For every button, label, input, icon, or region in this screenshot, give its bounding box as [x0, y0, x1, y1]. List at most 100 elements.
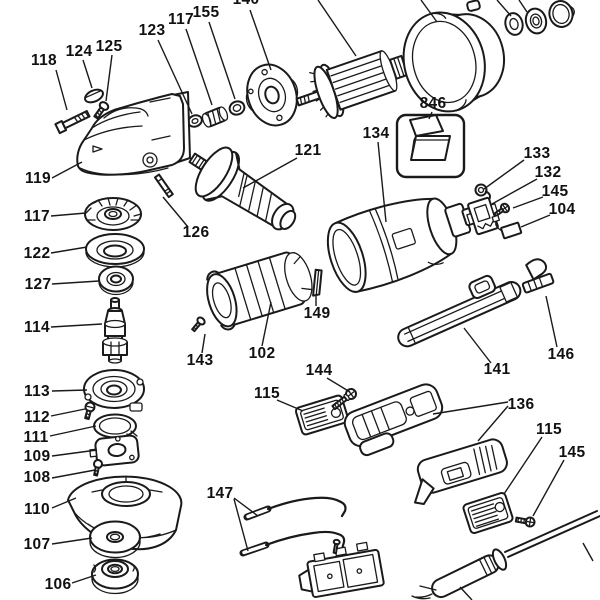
cutoff-leader-line [317, 0, 357, 57]
handle-half-cover-drawing [413, 438, 508, 506]
clamp-nut-drawing [91, 558, 139, 595]
leader-line-detent-plate [51, 449, 98, 457]
part-label-125-screw: 125 [96, 38, 123, 55]
screw-108-drawing [93, 459, 103, 477]
leader-line-switch-handle-set [477, 405, 509, 442]
leader-line-pin [162, 196, 189, 228]
part-label-117-gear-sleeve: 117 [168, 11, 194, 28]
bevel-gear-drawing [84, 197, 142, 231]
leader-line-packaging-box [428, 111, 433, 120]
leader-line-screw [51, 469, 96, 479]
part-label-115-vented-cover-plate: 115 [536, 421, 562, 438]
part-label-147-lead-wires: 147 [207, 485, 234, 502]
part-label-112-screw: 112 [24, 409, 50, 426]
leader-line-brush-clip [483, 159, 525, 190]
hex-bolt-drawing [54, 110, 91, 135]
bearing-small-drawing [524, 7, 548, 35]
leader-line-wave-washer [49, 425, 97, 437]
part-label-124-spacer-sleeve: 124 [66, 43, 93, 60]
cutoff-leader-line [459, 586, 473, 600]
part-label-106-clamp-nut: 106 [45, 576, 72, 593]
brush-spring-clip-drawing [312, 268, 323, 297]
part-labels-layer: 1181241251231171551401191171221271141211… [23, 0, 585, 593]
screw-144-drawing [331, 388, 357, 411]
leader-line-vented-cover-plate [503, 436, 543, 495]
leader-line-side-handle [242, 157, 298, 189]
trigger-housing-drawing [343, 383, 444, 457]
spindle-drawing [102, 297, 128, 364]
washer-122-drawing [85, 233, 145, 268]
cutoff-leader-line [518, 0, 528, 13]
carbon-brush-drawing [491, 214, 523, 240]
screw-143-drawing [191, 316, 206, 333]
part-label-145-screw: 145 [542, 183, 569, 200]
packaging-box-drawing [395, 113, 466, 179]
part-label-111-wave-washer: 111 [23, 429, 48, 446]
leader-line-lock-on-lever [545, 295, 558, 348]
part-label-121-side-handle: 121 [295, 142, 322, 159]
part-label-144-screw: 144 [306, 362, 333, 379]
leader-line-bushing [208, 21, 236, 100]
leader-line-motor-housing [377, 141, 387, 223]
part-label-115-cover-plate: 115 [254, 385, 280, 402]
part-label-119-gear-housing: 119 [25, 170, 51, 187]
part-label-102-field: 102 [249, 345, 276, 362]
part-label-146-lock-on-lever: 146 [548, 346, 575, 363]
screw-145a-drawing [493, 202, 511, 218]
side-handle-drawing [188, 146, 297, 231]
vented-cover-plate-drawing [462, 491, 514, 535]
part-label-155-bushing: 155 [193, 4, 220, 21]
leader-line-ball-bearing [51, 280, 100, 285]
gear-housing-drawing [76, 91, 191, 176]
detent-plate-drawing [89, 434, 140, 467]
leader-line-inner-flange [51, 537, 93, 545]
leader-line-brush-holder [491, 178, 538, 205]
leader-line-spindle [50, 323, 103, 328]
leader-line-carbon-brush [520, 214, 551, 228]
spacer-sleeve-drawing [84, 88, 104, 104]
leader-line-lock-nut [157, 39, 193, 115]
screw-125-drawing [93, 101, 110, 120]
leader-line-clamp-nut [71, 574, 97, 584]
collar-ring-drawing [548, 0, 575, 28]
part-label-113-bearing-plate: 113 [24, 383, 50, 400]
part-label-117-bevel-gear: 117 [24, 208, 50, 225]
bearing-plate-drawing [83, 369, 145, 412]
screw-145b-drawing [514, 516, 536, 528]
leader-line-cover-plate [276, 399, 304, 412]
leader-line-bearing-plate [51, 389, 88, 392]
part-label-145-screw: 145 [559, 444, 586, 461]
wave-washer-drawing [93, 413, 138, 439]
part-label-140-bearing-flange: 140 [233, 0, 260, 8]
leader-line-switch-handle-set [432, 401, 509, 415]
inner-flange-drawing [89, 520, 141, 559]
cutoff-leader-line [420, 0, 438, 23]
screw-112-drawing [84, 401, 96, 421]
washer-drawing [504, 12, 524, 36]
leader-line-screw [201, 333, 206, 354]
leader-line-bearing-flange [249, 9, 272, 71]
leader-line-gear-housing [51, 161, 83, 179]
part-label-846-packaging-box: 846 [420, 95, 447, 112]
field-drawing [206, 251, 313, 331]
leader-line-field [261, 301, 272, 347]
leader-line-gear-sleeve [185, 28, 213, 106]
handle-cover-drawing [397, 274, 522, 348]
part-label-104-carbon-brush: 104 [549, 201, 576, 218]
part-label-110-wheel-guard: 110 [24, 501, 50, 518]
part-label-141-handle-cover: 141 [484, 361, 511, 378]
switch-drawing [298, 541, 385, 598]
leader-line-wheel-guard [51, 497, 77, 509]
part-label-133-brush-clip: 133 [524, 145, 551, 162]
leader-line-handle-cover [463, 327, 492, 364]
gear-sleeve-drawing [201, 106, 229, 128]
leader-line-spacer-sleeve [82, 59, 93, 89]
part-label-143-screw: 143 [187, 352, 214, 369]
part-label-123-lock-nut: 123 [139, 22, 166, 39]
motor-housing-drawing [326, 197, 477, 293]
small-screw-drawing [332, 538, 341, 555]
leader-line-screw [50, 408, 86, 417]
leader-line-lead-wires [233, 497, 259, 517]
leader-line-screw [105, 54, 113, 102]
